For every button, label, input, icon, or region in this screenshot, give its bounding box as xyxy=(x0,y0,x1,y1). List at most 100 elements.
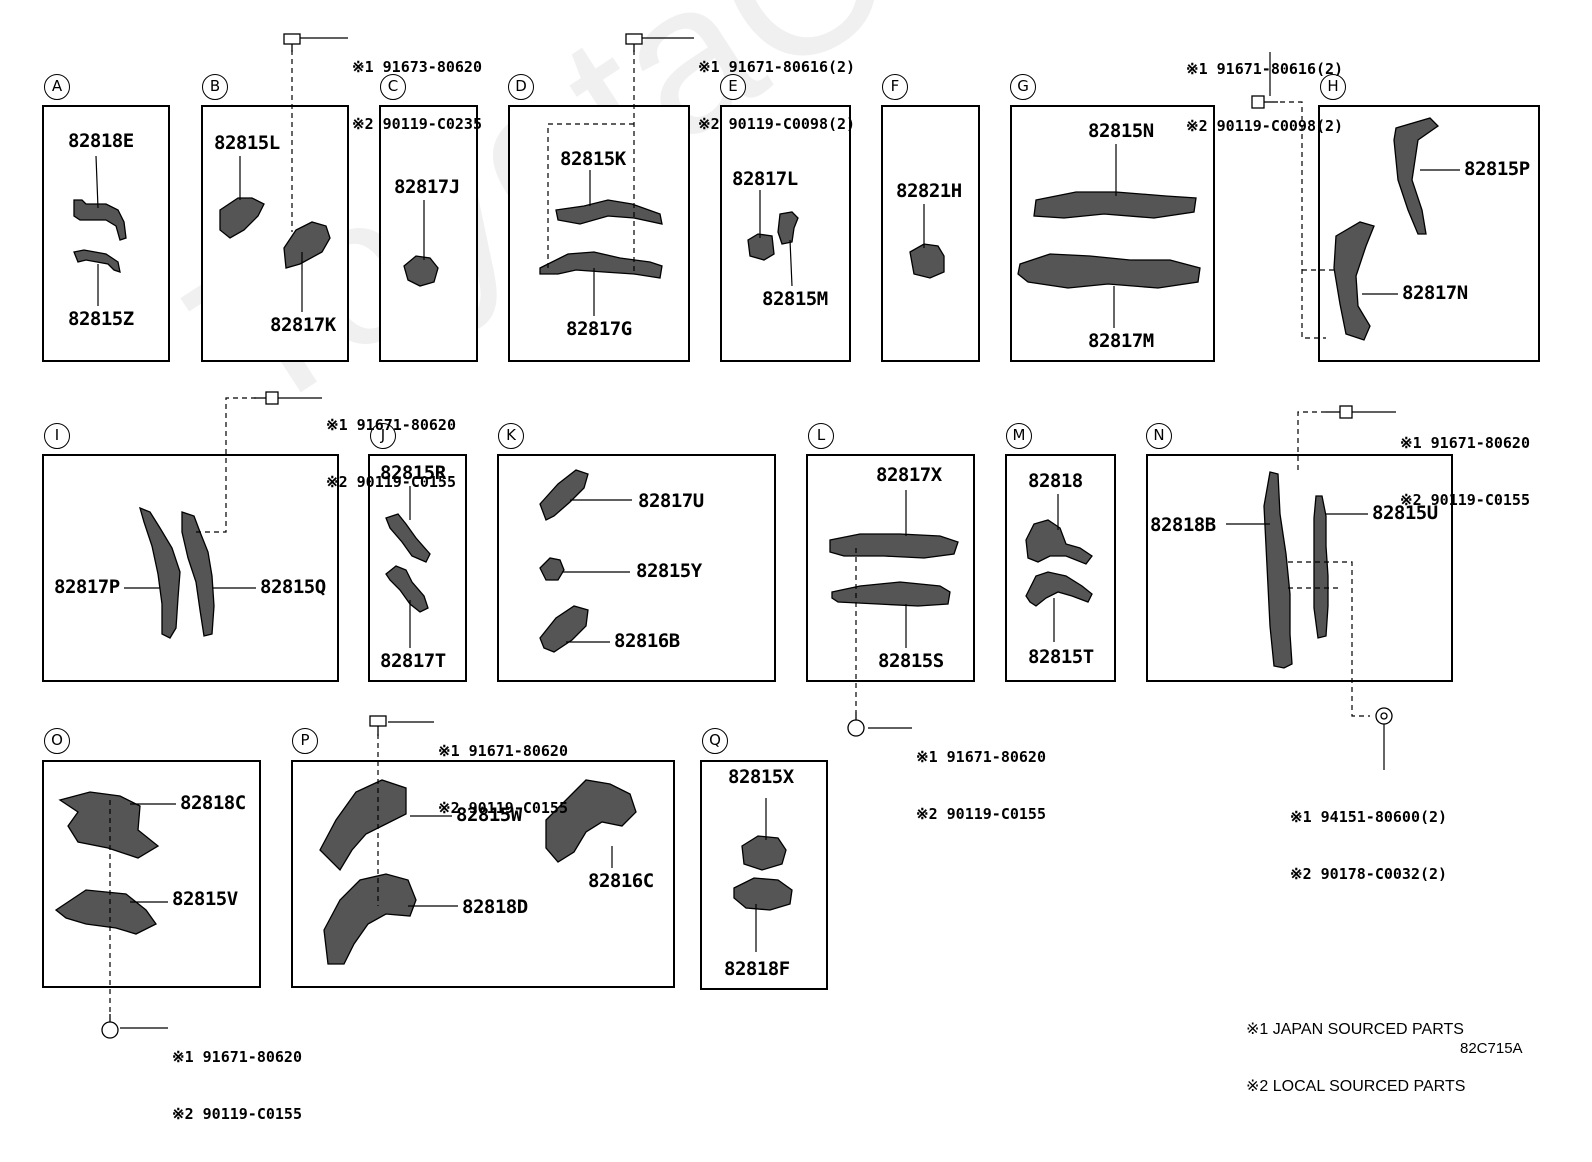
part-number: 82817K xyxy=(270,314,336,336)
diagram-drawing xyxy=(54,33,1460,1039)
group-label-e: E xyxy=(720,74,746,100)
fastener-number-japan: ※1 91671-80616(2) xyxy=(1186,60,1344,78)
fastener-number-local: ※2 90119-C0235 xyxy=(352,115,482,133)
part-82818e-shape xyxy=(73,199,127,241)
fastener-callout: ※1 91671-80620 ※2 90119-C0155 xyxy=(172,1010,302,1162)
part-number: 82817J xyxy=(394,176,460,198)
part-82816c-shape xyxy=(545,779,637,863)
bolt-icon xyxy=(1326,405,1353,419)
part-82815n-shape xyxy=(1033,191,1197,219)
fastener-number-local: ※2 90119-C0155 xyxy=(172,1105,302,1123)
group-label-d: D xyxy=(508,74,534,100)
part-82817n-shape xyxy=(1333,221,1375,341)
part-82815u-shape xyxy=(1313,495,1329,639)
part-82815m-shape xyxy=(777,211,799,245)
part-number: 82815P xyxy=(1464,158,1530,180)
group-label-n: N xyxy=(1146,423,1172,449)
part-number: 82817M xyxy=(1088,330,1154,352)
group-label-l: L xyxy=(808,423,834,449)
legend-japan-sourced: ※1 JAPAN SOURCED PARTS xyxy=(1246,1021,1464,1038)
group-box-n xyxy=(1146,454,1453,682)
part-82815r-shape xyxy=(385,513,431,563)
part-82815t-shape xyxy=(1025,571,1093,607)
part-number: 82818F xyxy=(724,958,790,980)
part-82817t-shape xyxy=(385,565,429,613)
part-number: 82821H xyxy=(896,180,962,202)
bolt-icon xyxy=(847,712,865,737)
group-label-j: J xyxy=(370,423,396,449)
fastener-number-japan: ※1 91671-80620 xyxy=(1400,434,1530,452)
part-number: 82815L xyxy=(214,132,280,154)
diagram-code: 82C715A xyxy=(1460,1040,1523,1057)
bolt-icon xyxy=(283,33,301,52)
fastener-number-japan: ※1 91671-80620 xyxy=(326,416,456,434)
fastener-number-local: ※2 90119-C0098(2) xyxy=(698,115,856,133)
part-82817u-shape xyxy=(539,469,589,521)
part-82815z-shape xyxy=(73,249,121,273)
part-number: 82818C xyxy=(180,792,246,814)
group-box-m xyxy=(1005,454,1116,682)
fastener-callout: ※1 91671-80620 ※2 90119-C0155 xyxy=(438,704,568,856)
group-box-f xyxy=(881,105,980,362)
part-number: 82815Y xyxy=(636,560,702,582)
part-number: 82818 xyxy=(1028,470,1083,492)
fastener-callout: ※1 91671-80620 ※2 90119-C0155 xyxy=(1400,396,1530,548)
part-82818c-shape xyxy=(58,791,160,859)
group-box-q xyxy=(700,760,828,990)
part-82817j-shape xyxy=(403,255,439,287)
part-82821h-shape xyxy=(909,243,945,279)
part-number: 82817U xyxy=(638,490,704,512)
part-number: 82815R xyxy=(380,462,446,484)
part-82817m-shape xyxy=(1017,253,1201,289)
group-box-i xyxy=(42,454,339,682)
group-label-i: I xyxy=(44,423,70,449)
fastener-number-japan: ※1 91671-80616(2) xyxy=(698,58,856,76)
group-label-h: H xyxy=(1320,74,1346,100)
part-82817x-shape xyxy=(829,533,959,559)
group-label-b: B xyxy=(202,74,228,100)
bolt-icon xyxy=(101,1014,119,1039)
part-number: 82815U xyxy=(1372,502,1438,524)
part-number: 82817N xyxy=(1402,282,1468,304)
fastener-callout: ※1 94151-80600(2) ※2 90178-C0032(2) xyxy=(1290,770,1447,922)
group-label-f: F xyxy=(882,74,908,100)
fastener-callout: ※1 91673-80620 ※2 90119-C0235 xyxy=(352,20,482,172)
fastener-callout: ※1 91671-80616(2) ※2 90119-C0098(2) xyxy=(1186,22,1343,174)
part-number: 82815X xyxy=(728,766,794,788)
group-box-c xyxy=(379,105,478,362)
fastener-number-local: ※2 90119-C0098(2) xyxy=(1186,117,1344,135)
part-number: 82815S xyxy=(878,650,944,672)
part-number: 82815N xyxy=(1088,120,1154,142)
part-number: 82815V xyxy=(172,888,238,910)
parts-diagram: ToyotaCarMine.ru xyxy=(42,0,1592,1123)
group-label-o: O xyxy=(44,728,70,754)
part-number: 82817G xyxy=(566,318,632,340)
part-number: 82816B xyxy=(614,630,680,652)
bolt-icon xyxy=(1251,95,1278,109)
legend: ※1 JAPAN SOURCED PARTS ※2 LOCAL SOURCED … xyxy=(1246,982,1465,1134)
group-box-a xyxy=(42,105,170,362)
bolt-icon xyxy=(369,715,387,736)
part-82815q-shape xyxy=(181,511,215,637)
part-number: 82817P xyxy=(54,576,120,598)
bolt-icon xyxy=(254,391,279,405)
group-box-l xyxy=(806,454,975,682)
fastener-callout: ※1 91671-80620 ※2 90119-C0155 xyxy=(326,378,456,530)
part-number: 82815T xyxy=(1028,646,1094,668)
part-number: 82816C xyxy=(588,870,654,892)
fastener-number-local: ※2 90178-C0032(2) xyxy=(1290,865,1448,883)
part-82817k-shape xyxy=(283,221,331,269)
part-82815x-shape xyxy=(741,835,787,871)
group-label-c: C xyxy=(380,74,406,100)
group-label-g: G xyxy=(1010,74,1036,100)
fastener-number-japan: ※1 94151-80600(2) xyxy=(1290,808,1448,826)
part-82815y-shape xyxy=(539,557,565,581)
part-82817g-shape xyxy=(539,251,663,279)
part-82815s-shape xyxy=(831,581,951,607)
group-label-p: P xyxy=(292,728,318,754)
part-82815v-shape xyxy=(54,889,157,935)
legend-local-sourced: ※2 LOCAL SOURCED PARTS xyxy=(1246,1078,1466,1095)
part-number: 82818B xyxy=(1150,514,1216,536)
part-number: 82815Z xyxy=(68,308,134,330)
fastener-number-local: ※2 90119-C0155 xyxy=(326,473,456,491)
